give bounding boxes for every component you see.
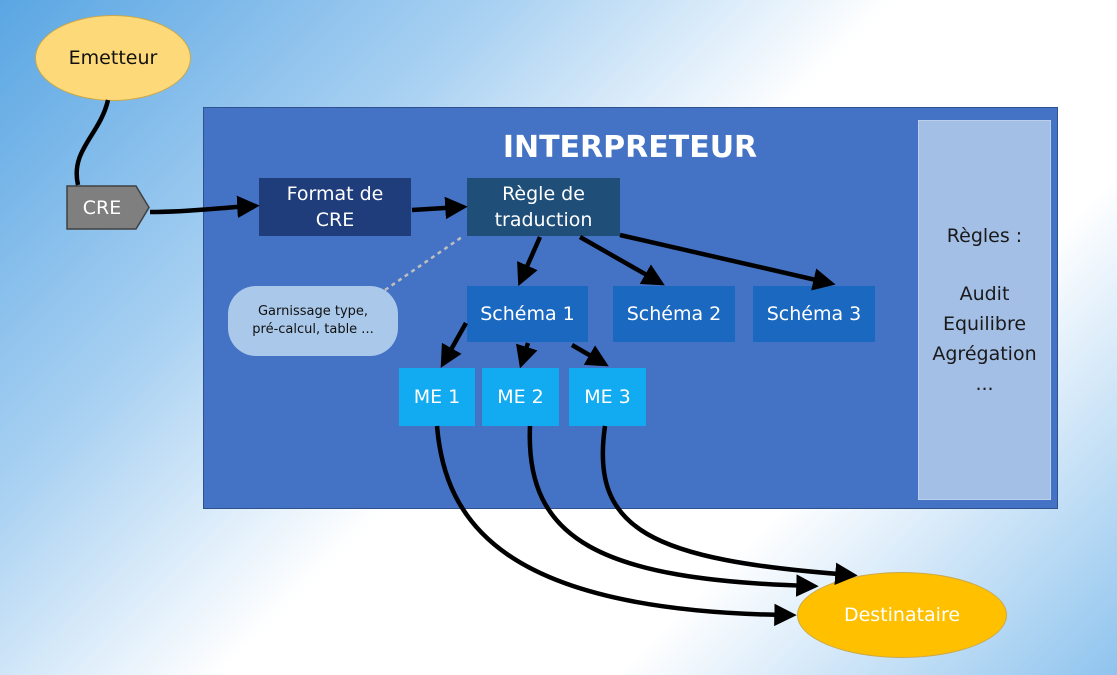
cre-label: CRE xyxy=(82,196,122,219)
format-cre-box: Format de CRE xyxy=(259,178,411,236)
format-line-2: CRE xyxy=(315,209,355,231)
rules-text: Règles : Audit Equilibre Agrégation ... xyxy=(932,221,1036,399)
emetteur-ellipse: Emetteur xyxy=(35,15,191,101)
rules-panel: Règles : Audit Equilibre Agrégation ... xyxy=(918,120,1051,500)
rule-agregation: Agrégation xyxy=(932,343,1037,365)
schema-3-box: Schéma 3 xyxy=(753,286,875,342)
rules-heading: Règles : xyxy=(946,225,1023,247)
arrow-emetteur-cre xyxy=(74,99,111,186)
me-2-box: ME 2 xyxy=(482,368,559,426)
format-line-1: Format de xyxy=(286,183,384,205)
me-1-box: ME 1 xyxy=(399,368,475,426)
cre-pentagon xyxy=(66,185,150,230)
regle-traduction-box: Règle de traduction xyxy=(467,178,620,236)
rule-equilibre: Equilibre xyxy=(942,313,1027,335)
garnissage-line-1: Garnissage type, xyxy=(257,304,369,319)
regle-line-1: Règle de xyxy=(502,183,585,205)
me-3-box: ME 3 xyxy=(569,368,646,426)
garnissage-line-2: pré-calcul, table ... xyxy=(252,322,374,337)
regle-line-2: traduction xyxy=(494,209,593,231)
rule-ellipsis: ... xyxy=(975,373,994,395)
rule-audit: Audit xyxy=(959,283,1010,305)
schema-1-box: Schéma 1 xyxy=(467,286,588,342)
garnissage-callout: Garnissage type, pré-calcul, table ... xyxy=(228,286,398,356)
interpreteur-title: INTERPRETEUR xyxy=(502,129,758,165)
destinataire-ellipse: Destinataire xyxy=(797,572,1007,658)
schema-2-box: Schéma 2 xyxy=(613,286,735,342)
